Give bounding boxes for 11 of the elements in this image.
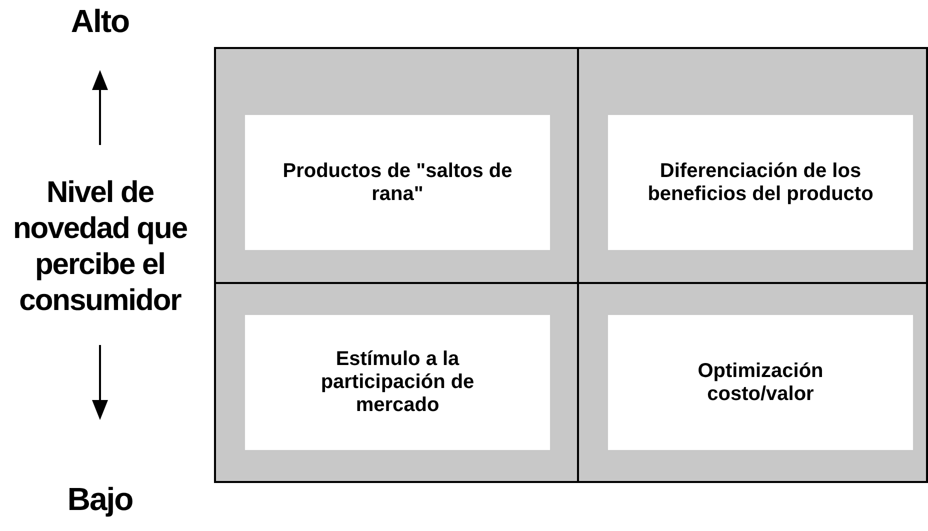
quadrant-box	[245, 115, 550, 250]
axis-title: Nivel de novedad que percibe el consumidor	[12, 175, 188, 319]
quadrant-box	[608, 115, 913, 250]
quadrant-label: Optimización costo/valor	[696, 360, 824, 406]
quadrant-label: Productos de "saltos de rana"	[282, 160, 512, 206]
quadrant-box	[245, 315, 550, 450]
quadrant-box	[608, 315, 913, 450]
quadrant-label: Diferenciación de los beneficios del producto	[646, 160, 874, 206]
axis-low-label: Bajo	[66, 480, 134, 518]
axis-high-label: Alto	[70, 2, 130, 40]
quadrant-label: Estímulo a la participación de mercado	[320, 348, 476, 417]
